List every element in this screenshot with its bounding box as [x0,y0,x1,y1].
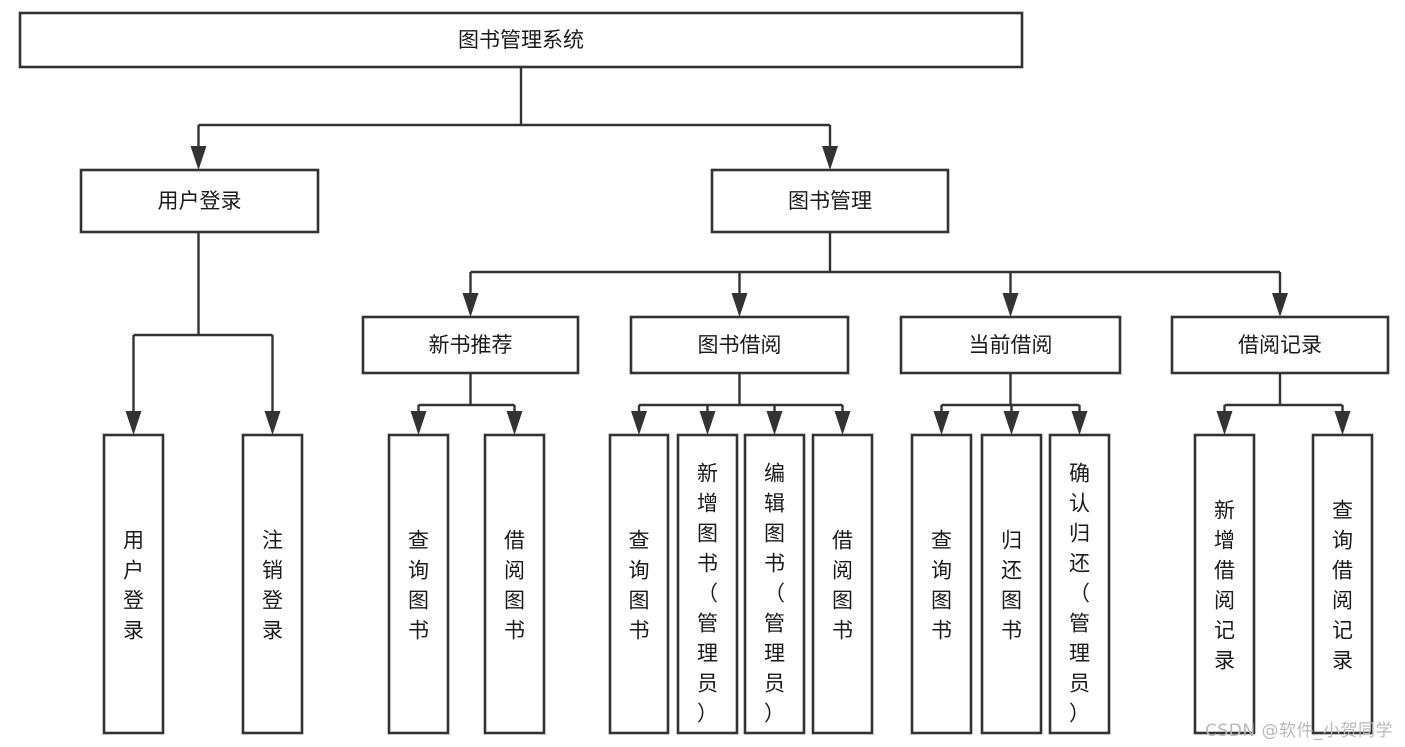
arrowhead-leaf-return-book [1003,411,1020,435]
arrowhead-borrow-record [1272,293,1288,317]
node-root-label: 图书管理系统 [458,28,584,52]
node-book-manage-label: 图书管理 [788,189,872,213]
arrowhead-user-login [190,146,207,170]
node-leaf-confirm-return-box[interactable] [1048,433,1111,735]
node-borrow-record[interactable]: 借阅记录 [1170,315,1390,375]
node-leaf-logout[interactable]: 注销登录 [241,433,304,735]
node-leaf-edit-book-label: 编辑图书（管理员） [764,461,785,725]
node-borrow-record-label: 借阅记录 [1238,333,1322,357]
edge-group-user-login-to-leaves [125,232,281,435]
csdn-watermark: CSDN @软件_小贺同学 [1205,721,1393,741]
edge-group-root-to-level2 [190,67,838,170]
node-leaf-confirm-return-label: 确认归还（管理员） [1069,461,1090,725]
node-leaf-query-book-borrow[interactable]: 查询图书 [608,433,670,735]
node-user-login-box[interactable] [79,168,320,234]
node-leaf-query-book-cur-box[interactable] [910,433,973,735]
node-user-login-label: 用户登录 [158,189,242,213]
node-leaf-edit-book-box[interactable] [743,433,806,735]
node-leaf-query-book-rec[interactable]: 查询图书 [387,433,450,735]
arrowhead-leaf-borrow-book-rec [506,411,523,435]
arrowhead-leaf-query-book-rec [410,411,427,435]
node-leaf-query-book-cur[interactable]: 查询图书 [910,433,973,735]
node-leaf-add-record-box[interactable] [1193,433,1256,735]
arrowhead-new-book-rec [462,293,479,317]
node-leaf-query-book-borrow-box[interactable] [608,433,670,735]
arrowhead-leaf-add-record [1216,411,1233,435]
node-leaf-query-book-rec-box[interactable] [387,433,450,735]
node-leaf-borrow-book-label: 借阅图书 [832,528,853,642]
node-new-book-rec[interactable]: 新书推荐 [361,315,580,375]
node-leaf-add-record[interactable]: 新增借阅记录 [1193,433,1256,735]
node-current-borrow[interactable]: 当前借阅 [899,315,1122,375]
node-book-borrow[interactable]: 图书借阅 [629,315,850,375]
node-root[interactable]: 图书管理系统 [18,11,1024,69]
node-user-login[interactable]: 用户登录 [79,168,320,234]
node-leaf-add-book-label: 新增图书（管理员） [697,461,718,725]
node-leaf-logout-box[interactable] [241,433,304,735]
arrowhead-book-borrow [731,293,748,317]
node-leaf-query-book-borrow-label: 查询图书 [629,528,650,642]
node-leaf-user-login[interactable]: 用户登录 [102,433,165,735]
arrowhead-leaf-borrow-book [834,411,851,435]
node-leaf-add-record-label: 新增借阅记录 [1214,498,1235,672]
node-leaf-user-login-box[interactable] [102,433,165,735]
edge-group-current-borrow-to-leaves [933,373,1088,435]
node-book-borrow-box[interactable] [629,315,850,375]
edge-group-book-manage-to-level3 [462,232,1288,317]
edge-group-borrow-record-to-leaves [1216,373,1351,435]
node-current-borrow-label: 当前借阅 [969,333,1053,357]
arrowhead-leaf-add-book [699,411,716,435]
node-leaf-return-book[interactable]: 归还图书 [980,433,1043,735]
node-leaf-query-book-rec-label: 查询图书 [408,528,429,642]
node-leaf-user-login-label: 用户登录 [123,528,144,642]
node-leaf-confirm-return[interactable]: 确认归还（管理员） [1048,433,1111,735]
node-leaf-return-book-label: 归还图书 [1001,528,1022,642]
node-leaf-borrow-book-rec-label: 借阅图书 [504,528,525,642]
node-leaf-borrow-book-rec[interactable]: 借阅图书 [483,433,546,735]
node-book-manage-box[interactable] [710,168,950,234]
node-leaf-borrow-book-box[interactable] [811,433,874,735]
edge-group-new-book-rec-to-leaves [410,373,523,435]
leaf-node-layer: 用户登录 注销登录 查询图书 借阅图书 查询图书 新增图书（管理员） 编辑图书（管理员） 借阅… [102,433,1374,735]
arrowhead-leaf-edit-book [766,411,783,435]
node-leaf-borrow-book-rec-box[interactable] [483,433,546,735]
node-leaf-query-book-cur-label: 查询图书 [931,528,952,642]
node-leaf-logout-label: 注销登录 [262,528,283,642]
arrowhead-leaf-query-record [1334,411,1351,435]
node-leaf-query-record-box[interactable] [1311,433,1374,735]
arrowhead-leaf-user-login [125,411,142,435]
node-leaf-add-book[interactable]: 新增图书（管理员） [676,433,739,735]
edge-group-book-borrow-to-leaves [631,373,851,435]
arrowhead-current-borrow [1002,293,1019,317]
node-borrow-record-box[interactable] [1170,315,1390,375]
node-leaf-borrow-book[interactable]: 借阅图书 [811,433,874,735]
node-leaf-query-record-label: 查询借阅记录 [1332,498,1353,672]
node-current-borrow-box[interactable] [899,315,1122,375]
arrowhead-leaf-confirm-return [1071,411,1088,435]
node-leaf-return-book-box[interactable] [980,433,1043,735]
arrowhead-leaf-query-book-cur [933,411,950,435]
arrowhead-book-manage [822,146,838,170]
node-book-manage[interactable]: 图书管理 [710,168,950,234]
arrowhead-leaf-logout [264,411,281,435]
node-leaf-edit-book[interactable]: 编辑图书（管理员） [743,433,806,735]
node-leaf-query-record[interactable]: 查询借阅记录 [1311,433,1374,735]
node-leaf-add-book-box[interactable] [676,433,739,735]
node-book-borrow-label: 图书借阅 [698,333,782,357]
node-new-book-rec-label: 新书推荐 [429,333,513,357]
node-root-box[interactable] [18,11,1024,69]
node-new-book-rec-box[interactable] [361,315,580,375]
arrowhead-leaf-query-book-borrow [631,411,647,435]
